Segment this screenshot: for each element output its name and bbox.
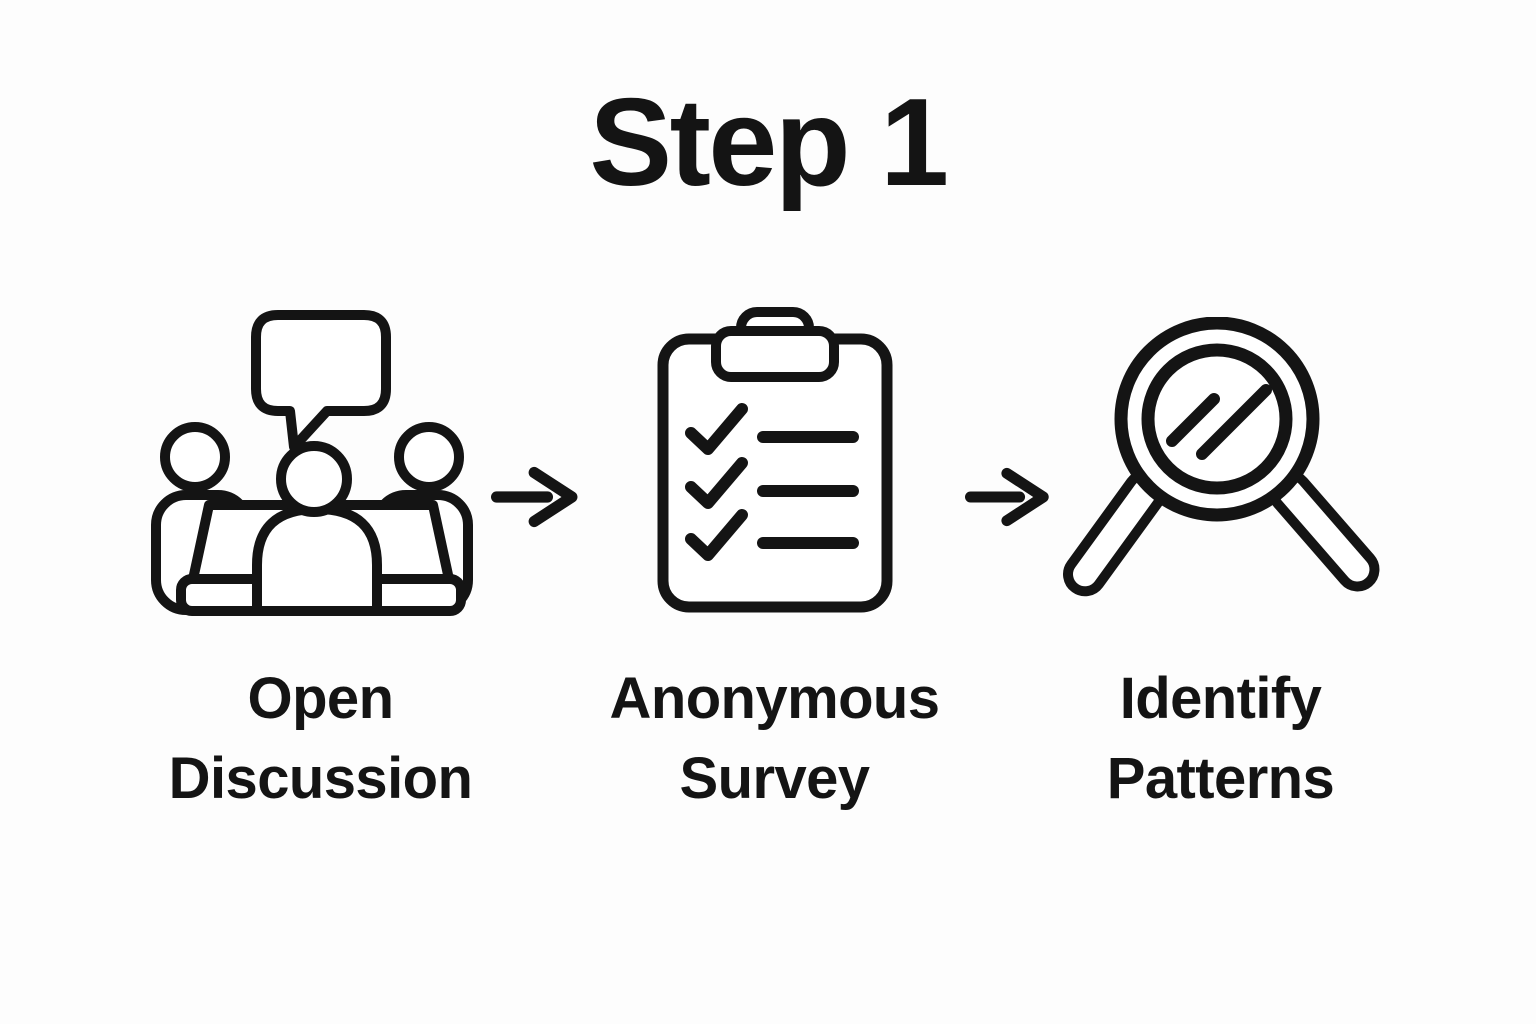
step-identify-patterns: Identify Patterns <box>1056 307 1386 819</box>
clipboard-checklist-icon <box>655 306 895 617</box>
clipboard-clip-tab <box>710 325 839 382</box>
step-label-anonymous-survey: Anonymous Survey <box>610 659 940 819</box>
step-label-line1: Identify <box>1119 665 1322 731</box>
checkmark-2 <box>684 456 748 509</box>
step-label-line1: Open <box>247 665 395 731</box>
checkmark-3 <box>684 508 748 561</box>
clipboard-checklist-icon-svg <box>657 306 892 613</box>
group-discussion-icon-svg <box>150 309 473 616</box>
right-person-head <box>393 421 464 492</box>
magnifier-lens <box>1141 343 1292 495</box>
right-arrow-icon <box>490 466 577 527</box>
arrow-head <box>528 466 577 527</box>
lens-shine-long <box>1195 383 1272 460</box>
magnifying-glass-icon-svg <box>1062 316 1379 596</box>
page-title: Step 1 <box>589 74 949 212</box>
checkmark-1 <box>684 402 748 455</box>
step-label-line1: Anonymous <box>609 665 940 731</box>
flow-connector-2 <box>964 457 1056 537</box>
step-label-identify-patterns: Identify Patterns <box>1106 659 1335 819</box>
center-person-body <box>251 503 382 616</box>
step-label-line2: Discussion <box>168 745 473 811</box>
group-discussion-icon <box>150 307 491 617</box>
infographic-canvas: Step 1 <box>0 72 1536 1024</box>
step-label-line2: Patterns <box>1106 745 1335 811</box>
speech-bubble-shape <box>250 309 391 452</box>
step-label-line2: Survey <box>679 745 871 811</box>
center-person-head <box>275 440 352 517</box>
flow-connector-1 <box>490 457 585 537</box>
process-flow: Open Discussion <box>0 306 1536 819</box>
lens-shine-short <box>1165 392 1220 447</box>
step-anonymous-survey: Anonymous Survey <box>585 306 965 819</box>
step-label-open-discussion: Open Discussion <box>169 659 473 819</box>
magnifying-glass-icon <box>1056 307 1386 617</box>
step-open-discussion: Open Discussion <box>150 307 491 819</box>
right-arrow-icon <box>964 467 1049 526</box>
left-person-head <box>159 421 230 492</box>
arrow-head <box>1000 467 1049 526</box>
